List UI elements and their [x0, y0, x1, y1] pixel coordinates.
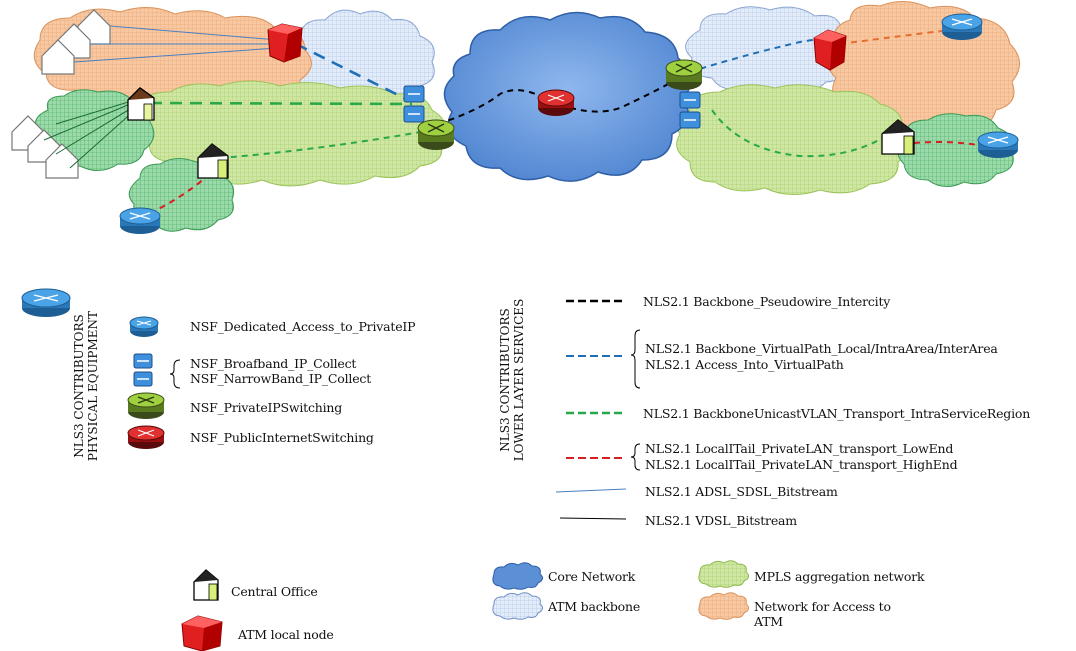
legend-label-private-lan-highend: NLS2.1 LocalITail_PrivateLAN_transport_H… — [645, 457, 958, 472]
legend-private-ip-icon — [127, 392, 165, 419]
legend-label-public-internet-switching: NSF_PublicInternetSwitching — [190, 430, 374, 445]
legend-service-line-blue — [566, 329, 641, 389]
private-ip-router-icon — [417, 119, 455, 150]
legend-label-access-atm: Network for Access to ATM — [754, 599, 891, 629]
legend-service-line-red — [566, 443, 641, 471]
path-red-right — [913, 141, 985, 147]
dedicated-access-router-icon — [119, 207, 161, 234]
private-ip-router-icon — [665, 59, 703, 90]
legend-bracket — [169, 359, 181, 389]
legend-label-private-lan-lowend: NLS2.1 LocalITail_PrivateLAN_transport_L… — [645, 441, 954, 456]
legend-label-private-ip-switching: NSF_PrivateIPSwitching — [190, 400, 343, 415]
path-blue-left — [295, 42, 409, 102]
legend-label-dedicated-access: NSF_Dedicated_Access_to_PrivateIP — [190, 319, 416, 334]
legend-core-network-cloud — [492, 562, 544, 590]
legend-large-router-icon — [21, 288, 71, 317]
path-green-left-mid — [219, 129, 433, 159]
mpls-cloud-right — [676, 84, 910, 195]
legend-label-access-virtualpath: NLS2.1 Access_Into_VirtualPath — [645, 357, 844, 372]
atm-local-node-icon — [813, 29, 847, 71]
path-green-left-top — [149, 101, 413, 106]
atm-switch-icon — [403, 85, 425, 123]
legend-label-adsl: NLS2.1 ADSL_SDSL_Bitstream — [645, 484, 838, 499]
legend-label-pseudowire: NLS2.1 Backbone_Pseudowire_Intercity — [643, 294, 891, 309]
legend-label-broadband-collect: NSF_Broafband_IP_Collect — [190, 356, 357, 371]
path-black-core — [437, 81, 673, 125]
legend-label-atm-backbone: ATM backbone — [548, 599, 641, 614]
path-green-right — [711, 109, 887, 158]
legend-atm-local-node-icon — [181, 615, 223, 651]
adsl-bitstream-lines — [73, 25, 279, 63]
legend-central-office-icon — [193, 569, 219, 601]
legend-label-narrowband-collect: NSF_NarrowBand_IP_Collect — [190, 371, 372, 386]
dedicated-access-router-icon — [941, 13, 983, 40]
path-orange-right — [839, 29, 951, 45]
legend-label-virtualpath: NLS2.1 Backbone_VirtualPath_Local/IntraA… — [645, 341, 998, 356]
services-legend-title: NLS3 CONTRIBUTORS LOWER LAYER SERVICES — [498, 298, 526, 462]
public-internet-router-icon — [537, 89, 575, 116]
access-cloud-right — [897, 113, 1014, 187]
legend-public-internet-icon — [127, 425, 165, 449]
central-office-icon — [881, 119, 915, 155]
dedicated-access-router-icon — [977, 131, 1019, 158]
legend-dedicated-access-icon — [129, 316, 159, 337]
legend-label-mpls: MPLS aggregation network — [754, 569, 925, 584]
legend-access-network-cloud — [698, 592, 750, 620]
legend-label-atm-local-node: ATM local node — [238, 627, 334, 642]
vdsl-bitstream-lines — [43, 99, 136, 169]
central-office-icon — [197, 143, 229, 179]
atm-local-node-icon — [267, 23, 303, 63]
central-office-icon — [127, 87, 155, 121]
legend-label-central-office: Central Office — [231, 584, 318, 599]
subscriber-houses-bottom — [11, 115, 79, 179]
legend-mpls-cloud — [698, 560, 750, 588]
legend-atm-switch-icon — [133, 353, 153, 387]
legend-label-unicast-vlan: NLS2.1 BackboneUnicastVLAN_Transport_Int… — [643, 406, 1031, 421]
legend-service-line-vdsl — [559, 517, 627, 520]
legend-service-line-adsl — [555, 488, 627, 493]
subscriber-houses-top — [41, 9, 111, 75]
legend-label-vdsl: NLS2.1 VDSL_Bitstream — [645, 513, 797, 528]
equipment-legend-title: NLS3 CONTRIBUTORS PHYSICAL EQUIPMENT — [72, 310, 100, 462]
legend-label-core-network: Core Network — [548, 569, 636, 584]
atm-switch-icon — [679, 91, 701, 129]
legend-atm-backbone-cloud — [492, 592, 544, 620]
